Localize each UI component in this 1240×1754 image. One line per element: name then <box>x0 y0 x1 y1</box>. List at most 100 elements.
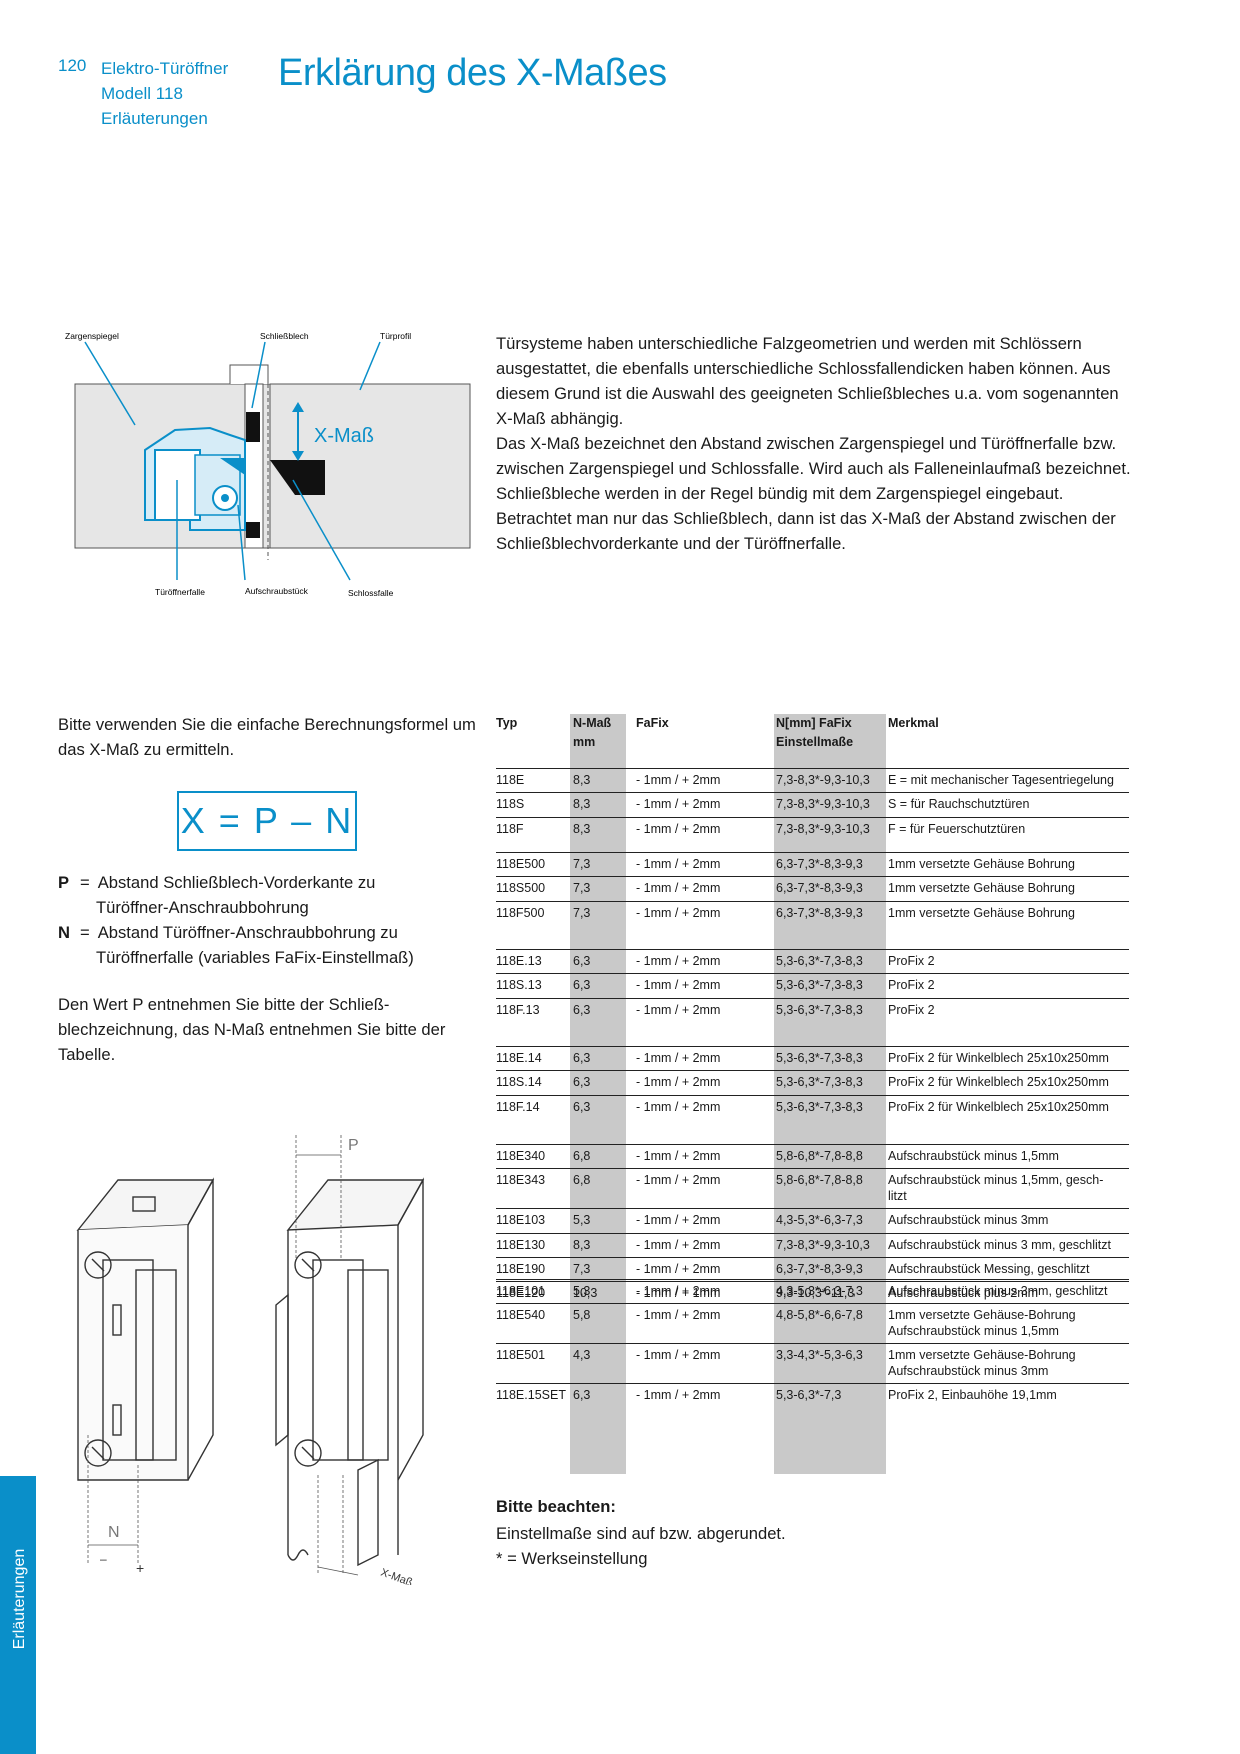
cell-fafix: - 1mm / + 2mm <box>636 1348 721 1363</box>
label-schlossfalle: Schlossfalle <box>348 588 394 598</box>
dim-n-label: N <box>108 1524 120 1541</box>
row-divider <box>496 1232 1129 1234</box>
cell-typ: 118E.14 <box>496 1051 542 1065</box>
cell-einst: 5,3-6,3*-7,3-8,3 <box>776 1051 863 1065</box>
row-divider <box>496 1256 1129 1258</box>
einstellmasse-column-shade <box>774 714 886 1474</box>
cell-fafix: - 1mm / + 2mm <box>636 881 721 896</box>
label-tueroeffnerfalle: Türöffnerfalle <box>155 587 205 597</box>
cell-merkmal: Aufschraubstück minus 3mm <box>888 1213 1049 1228</box>
cell-merkmal-line1: 1mm versetzte Gehäuse-Bohrung <box>888 1308 1076 1323</box>
cell-n: 5,3 <box>573 1213 591 1228</box>
cell-typ: 118E501 <box>496 1348 546 1363</box>
def-p-key: P <box>58 873 70 892</box>
header-nmass-line1: N-Maß <box>573 716 612 730</box>
x-mass-section-diagram: X-Maß Zargenspiegel Schließblech Türprof… <box>65 331 471 598</box>
cell-n: 7,3 <box>573 857 591 871</box>
cell-n: 6,3 <box>573 1002 591 1017</box>
row-divider <box>496 1046 1129 1047</box>
cell-merkmal: E = mit mechanischer Tagesentriegelung <box>888 773 1114 787</box>
cell-merkmal: ProFix 2 <box>888 978 935 993</box>
row-divider <box>496 1383 1129 1385</box>
cell-typ: 118E500 <box>496 857 546 871</box>
cell-merkmal: 1mm versetzte Gehäuse Bohrung <box>888 881 1075 896</box>
schliessblech-black-bottom <box>246 522 260 538</box>
dim-minus-label: – <box>100 1552 107 1566</box>
header-nmass: N-Maß mm <box>573 714 611 752</box>
cell-merkmal: Aufschraubstück minus 1,5mm <box>888 1149 1059 1163</box>
row-divider <box>496 792 1129 794</box>
note-line-2: * = Werkseinstellung <box>496 1549 648 1568</box>
cell-n: 8,3 <box>573 773 591 787</box>
cell-fafix: - 1mm / + 2mm <box>636 1173 721 1188</box>
cell-n: 7,3 <box>573 881 591 896</box>
cell-merkmal: Aufschraubstück minus 3mm, geschlitzt <box>888 1284 1108 1298</box>
cell-n: 6,3 <box>573 1051 591 1065</box>
formula-box: X = P – N <box>177 791 357 851</box>
cell-typ: 118E130 <box>496 1237 546 1252</box>
intro-paragraph-3: Schließbleche werden in der Regel bündig… <box>496 484 1116 553</box>
cell-einst: 6,3-7,3*-8,3-9,3 <box>776 857 863 871</box>
cell-merkmal: S = für Rauchschutztüren <box>888 797 1030 812</box>
cell-typ: 118E343 <box>496 1173 546 1188</box>
cell-einst: 5,3-6,3*-7,3-8,3 <box>776 954 863 968</box>
def-n-line1: Abstand Türöffner-Anschraubbohrung zu <box>97 923 398 942</box>
side-tab-label: Erläuterungen <box>11 1548 28 1650</box>
cell-merkmal: 1mm versetzte Gehäuse Bohrung <box>888 857 1075 871</box>
cell-n: 7,3 <box>573 905 591 920</box>
row-divider <box>496 973 1129 975</box>
cell-typ: 118F <box>496 821 524 836</box>
cell-typ: 118E120 <box>496 1286 546 1301</box>
dim-x-mass-label: X-Maß <box>379 1567 414 1585</box>
cell-einst: 7,3-8,3*-9,3-10,3 <box>776 821 870 836</box>
definition-p: P= Abstand Schließblech-Vorderkante zu T… <box>58 870 498 920</box>
header-merkmal: Merkmal <box>888 716 939 730</box>
cell-einst: 5,3-6,3*-7,3 <box>776 1388 842 1403</box>
cell-n: 5,3 <box>573 1284 591 1298</box>
section-line-2: Modell 118 <box>101 84 183 103</box>
schliessblech-black-top <box>246 412 260 442</box>
cell-fafix: - 1mm / + 2mm <box>636 905 721 920</box>
row-divider <box>496 768 1129 769</box>
cell-merkmal-line2: litzt <box>888 1189 907 1204</box>
def-p-line2: Türöffner-Anschraubbohrung <box>96 898 309 917</box>
cell-einst: 3,3-4,3*-5,3-6,3 <box>776 1348 863 1363</box>
page-title: Erklärung des X-Maßes <box>278 52 667 94</box>
cell-merkmal: F = für Feuerschutztüren <box>888 821 1026 836</box>
cell-merkmal: Aufschraubstück minus 1,5mm, gesch-litzt <box>888 1172 1103 1204</box>
row-divider <box>496 900 1129 902</box>
label-zargenspiegel: Zargenspiegel <box>65 331 119 341</box>
row-divider <box>496 949 1129 950</box>
cell-merkmal: 1mm versetzte Gehäuse Bohrung <box>888 905 1075 920</box>
row-divider <box>496 1168 1129 1170</box>
cell-n: 8,3 <box>573 1237 591 1252</box>
side-tab <box>0 1476 36 1754</box>
def-p-eq: = <box>80 873 90 892</box>
cell-merkmal: ProFix 2, Einbauhöhe 19,1mm <box>888 1388 1057 1403</box>
cell-fafix: - 1mm / + 2mm <box>636 1051 721 1065</box>
opener-drawings: P N – + X-Maß <box>76 1135 425 1585</box>
cell-einst: 5,3-6,3*-7,3-8,3 <box>776 978 863 993</box>
cell-einst: 4,8-5,8*-6,6-7,8 <box>776 1308 863 1323</box>
cell-n: 6,8 <box>573 1149 591 1163</box>
header-einst-line1: N[mm] FaFix <box>776 716 852 730</box>
formula-intro: Bitte verwenden Sie die einfache Berechn… <box>58 715 476 759</box>
cell-n: 6,3 <box>573 978 591 993</box>
cell-n: 8,3 <box>573 821 591 836</box>
row-divider <box>496 997 1129 999</box>
def-n-key: N <box>58 923 70 942</box>
